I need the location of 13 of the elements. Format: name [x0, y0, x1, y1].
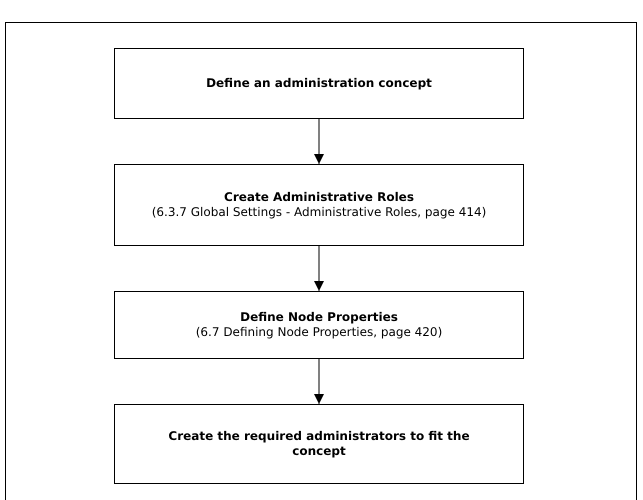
page-reference: (6.3.7 Global Settings - Administrative Roles, page 414) [152, 205, 486, 220]
process-box [114, 48, 524, 119]
step-title: Define an administration concept [206, 76, 432, 91]
step-title: Create Administrative Roles [224, 190, 414, 205]
process-box [114, 164, 524, 246]
page-reference: (6.7 Defining Node Properties, page 420) [196, 325, 442, 340]
step-title: Create the required administrators to fit the concept [167, 429, 471, 459]
arrow [314, 358, 324, 404]
arrow [314, 118, 324, 164]
arrow [314, 246, 324, 292]
process-box [114, 404, 524, 484]
process-box [114, 291, 524, 359]
step-title: Define Node Properties [240, 310, 398, 325]
